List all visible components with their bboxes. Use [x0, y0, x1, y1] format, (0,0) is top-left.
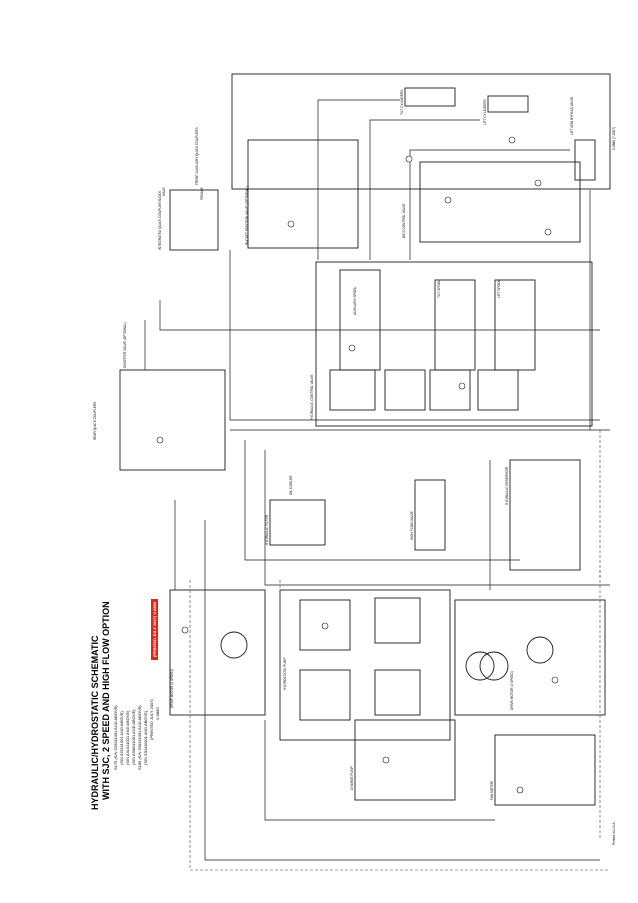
serial-5: S185 (S/N 530311001 AND ABOVE) — [137, 705, 142, 770]
serial-3: (S/N A3L011001 AND ABOVE) — [125, 710, 130, 765]
drive-motor-right-box — [454, 599, 606, 716]
callout — [551, 676, 559, 684]
bottom-loop — [204, 520, 600, 861]
quick-coupler-block — [169, 189, 219, 251]
callout — [348, 344, 356, 352]
hcv-label: HYDRAULIC CONTROL VALVE — [310, 374, 314, 420]
serial-4: (S/N A3M011001 AND ABOVE) — [131, 709, 136, 765]
pump-relief-d — [374, 669, 421, 716]
tilt-line — [317, 99, 400, 260]
bics-valve-box — [419, 161, 581, 243]
callout — [287, 220, 295, 228]
lift-spool-label: LIFT SPOOL — [497, 279, 501, 298]
drive-motor-left-label: DRIVE MOTOR (2 SPEED) — [170, 669, 174, 708]
printed-label: Printed in U.S.A. — [612, 821, 616, 845]
warning-stamp: (PRINTED JULY 2007) V-0880 — [151, 599, 158, 660]
serial-1: S175 (S/N 525011001 AND ABOVE) — [113, 705, 118, 770]
high-flow-label: HIGH FLOW VALVE — [410, 511, 414, 540]
relief-1 — [329, 369, 376, 411]
callout — [156, 436, 164, 444]
schematic-title-1: HYDRAULIC/HYDROSTATIC SCHEMATIC — [90, 635, 100, 811]
tilt-cylinder — [404, 87, 456, 107]
callout — [534, 179, 542, 187]
high-flow-box — [509, 459, 581, 571]
front-aux-label: FRONT AUXILIARY QUICK COUPLERS — [195, 127, 199, 185]
callout — [516, 786, 524, 794]
tilt-cylinders-label: TILT CYLINDERS — [400, 89, 404, 115]
relief-2 — [384, 369, 426, 411]
bics-label: BICS CONTROL VALVE — [402, 203, 406, 238]
control-valve-block — [315, 261, 593, 427]
serial-6: (S/N 530411001 AND ABOVE) — [143, 710, 148, 765]
high-flow-valve-box — [414, 479, 446, 551]
pilot-line-a — [189, 580, 610, 871]
cylinder-frame — [231, 73, 611, 190]
reservoir-label: HYDRAULIC RESERVOIR — [505, 466, 509, 505]
diverter-label: DIVERTER VALVE (OPTIONAL) — [123, 322, 127, 368]
callout — [544, 228, 552, 236]
doc-id: V-0880 (7-2007) — [612, 126, 616, 150]
fan-motor-box — [494, 734, 596, 806]
pump-relief-a — [299, 599, 351, 651]
pump-label: HYDROSTATIC PUMP — [283, 657, 287, 690]
aux-spool-label: AUXILIARY SPOOL — [353, 286, 357, 315]
serial-8: V-0880 — [155, 707, 160, 720]
schematic-title-2: WITH SJC, 2 SPEED AND HIGH FLOW OPTION — [101, 601, 111, 800]
charge-gear-2 — [479, 651, 509, 681]
pump-relief-c — [299, 669, 351, 721]
oil-cooler-label: OIL COOLER — [289, 475, 293, 495]
tilt-spool-label: TILT SPOOL — [437, 279, 441, 298]
charge-loop — [264, 720, 495, 821]
callout — [458, 382, 466, 390]
filter-label: HYDRAULIC FILTER — [265, 514, 269, 545]
drive-motor-right-label: DRIVE MOTOR (2 SPEED) — [510, 671, 514, 710]
bucket-position-label: BUCKET POSITION VALVE (OPTIONAL) — [245, 186, 249, 245]
fan-motor-label: FAN MOTOR — [490, 781, 494, 800]
motor-left-circle — [220, 631, 248, 659]
callout — [405, 155, 413, 163]
charge-pump-box — [354, 719, 456, 801]
lowering-valve — [574, 139, 596, 181]
hydrostatic-pump-box — [279, 589, 451, 741]
aux-spool — [339, 269, 381, 371]
diverter-valve-box — [119, 369, 226, 471]
serial-7: (PRINTED JULY 2007) — [149, 699, 154, 740]
lift-line — [369, 119, 480, 260]
relief-3 — [429, 369, 471, 411]
callout — [444, 196, 452, 204]
charge-gear-1 — [465, 651, 495, 681]
bypass-label: LIFT ARM BYPASS VALVE — [570, 96, 574, 135]
lift-cylinder — [487, 95, 529, 113]
callout — [321, 622, 329, 630]
filter-box — [269, 499, 326, 546]
serial-2: (S/N 525111001 AND ABOVE) — [119, 711, 124, 765]
pump-relief-b — [374, 597, 421, 644]
relief-4 — [477, 369, 519, 411]
female-label-1: FEMALE — [200, 187, 204, 200]
tank-line — [264, 450, 610, 586]
lift-cylinders-label: LIFT CYLINDERS — [483, 99, 487, 125]
return-line-b — [244, 440, 520, 561]
callout — [382, 756, 390, 764]
lift-spool — [494, 279, 536, 371]
motor-right-circle — [526, 636, 554, 664]
callout — [508, 136, 516, 144]
male-label-1: MALE — [162, 187, 166, 196]
pressure-line-a — [159, 300, 600, 331]
charge-pump-label: CHARGE PUMP — [350, 766, 354, 790]
bics-line — [409, 149, 570, 260]
tilt-spool — [434, 279, 476, 371]
rear-quick-label: REAR QUICK COUPLERS — [93, 401, 97, 440]
integrated-coupler-label: INTEGRATED QUICK COUPLER BLOCK — [158, 190, 162, 250]
callout — [181, 626, 189, 634]
bucket-position-valve-box — [247, 139, 359, 249]
drive-motor-left-box — [169, 589, 266, 716]
